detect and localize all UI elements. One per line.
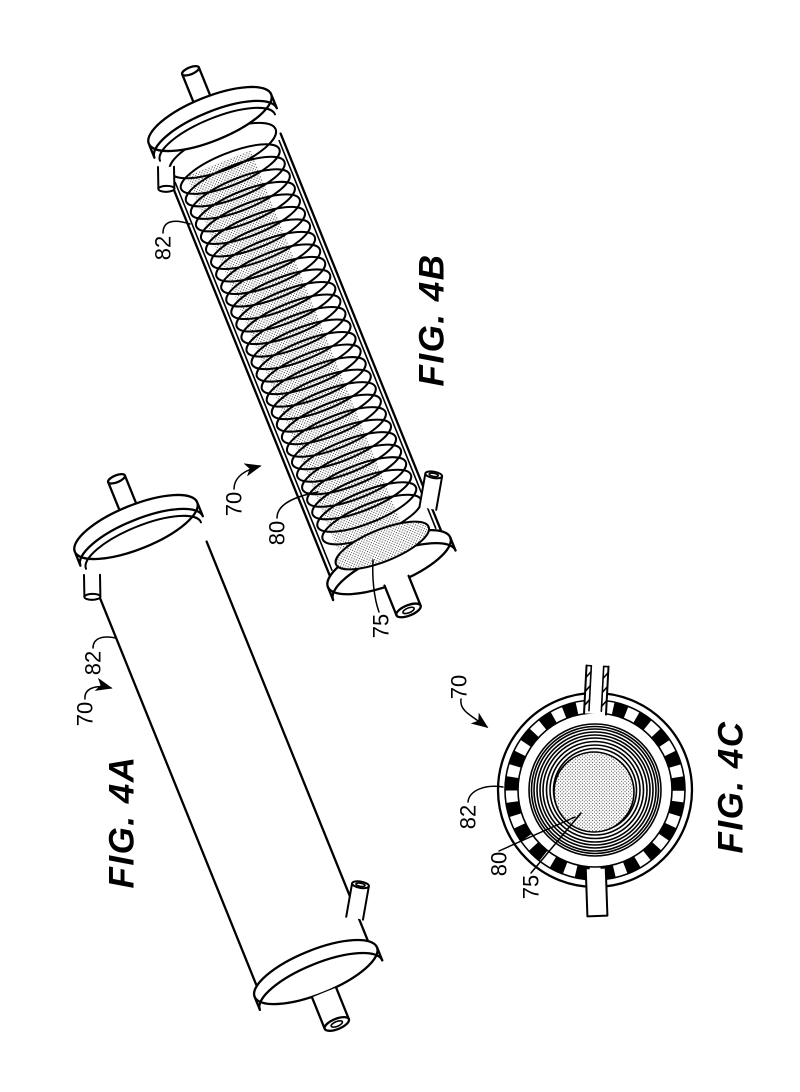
fig4a-label-70: 70 (73, 702, 98, 726)
fig-4b (147, 64, 457, 619)
fig4a-caption: FIG. 4A (103, 755, 142, 888)
fig-4a (73, 472, 384, 1032)
housing-body (94, 540, 369, 987)
fig4c-label-70: 70 (447, 675, 472, 699)
core-stipple (553, 751, 635, 833)
bottom-port (584, 868, 609, 918)
cap-side-tab (156, 165, 176, 193)
coil-end-face (334, 520, 431, 571)
shell-hatch-ring (505, 700, 685, 880)
center-tube (310, 986, 351, 1032)
fig4b-label-80: 80 (265, 521, 290, 545)
top-end-cap (147, 85, 278, 162)
fig4a-label-82: 82 (81, 651, 106, 675)
fig4b-caption: FIG. 4B (413, 253, 452, 386)
side-port (418, 470, 444, 511)
tube-bore (330, 1020, 344, 1028)
leader-4b-80 (276, 491, 319, 519)
fig4b-label-82: 82 (151, 236, 176, 260)
leader-4a-70 (84, 677, 113, 700)
side-port (345, 880, 370, 921)
leader-4c-70 (460, 698, 489, 728)
port-wall-hatch (583, 670, 609, 708)
leader-4c-80 (498, 816, 576, 852)
fig4c-label-82: 82 (456, 805, 481, 829)
tube-bore (402, 606, 415, 615)
leader-4c-75 (530, 812, 582, 874)
top-end-cap (73, 493, 204, 570)
leader-4b-70 (233, 463, 262, 490)
annotations: 82 70 80 75 FIG. 4B 82 70 FIG. 4A 70 82 … (73, 220, 751, 899)
center-tube (383, 574, 422, 619)
fig4c-label-80: 80 (487, 852, 512, 876)
leader-4b-75 (372, 559, 380, 613)
leader-4b-82 (162, 220, 191, 234)
fig4c-label-75: 75 (519, 875, 544, 899)
leader-4c-82 (467, 785, 504, 803)
fig4c-caption: FIG. 4C (712, 720, 751, 853)
fig4b-label-75: 75 (369, 614, 394, 638)
fig4b-label-70: 70 (222, 492, 247, 516)
cap-side-tab (82, 573, 102, 601)
bottom-end-cap (252, 938, 384, 1011)
fig-4c (496, 664, 694, 918)
leader-4a-82 (92, 636, 117, 649)
outer-shell (168, 132, 443, 577)
top-port (583, 664, 610, 716)
